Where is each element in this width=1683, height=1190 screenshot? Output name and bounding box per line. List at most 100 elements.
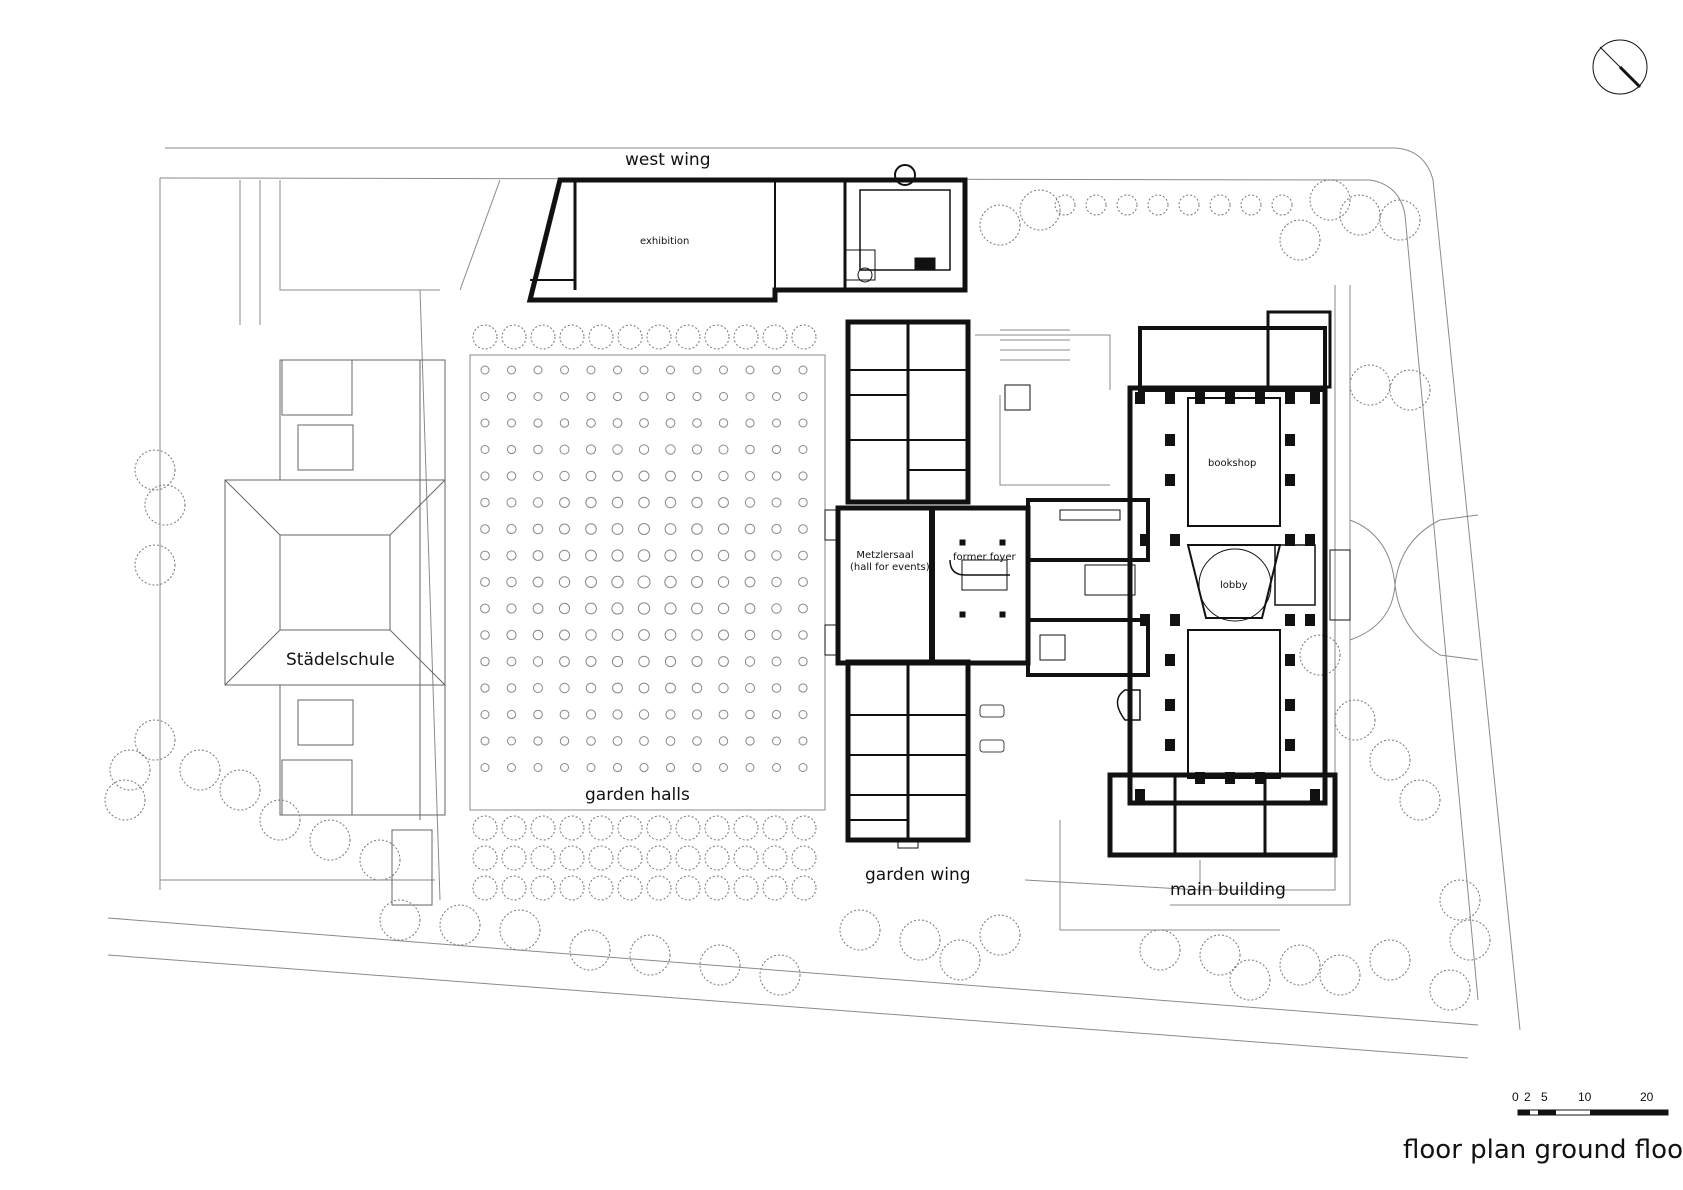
skylight (691, 576, 703, 588)
skylight (691, 656, 703, 667)
label-west-wing: west wing (625, 150, 711, 170)
tree-icon (699, 944, 741, 986)
skylight (533, 709, 543, 720)
tree-icon (472, 815, 498, 841)
skylight (691, 549, 703, 562)
skylight (772, 365, 781, 375)
skylight (533, 444, 543, 455)
skylight (532, 550, 544, 561)
skylight (717, 602, 730, 615)
skylight (771, 709, 782, 720)
skylight (718, 497, 729, 508)
skylight (480, 630, 490, 640)
skylight (532, 576, 544, 588)
skylight (586, 763, 596, 772)
skylight (506, 656, 517, 667)
tree-icon (501, 815, 527, 841)
skylight (665, 470, 676, 482)
skylight (744, 629, 756, 641)
skylight (480, 418, 490, 428)
skylight (665, 709, 676, 720)
skylight (772, 763, 781, 772)
tree-icon (439, 904, 481, 946)
skylight (665, 418, 676, 428)
skylight (798, 710, 808, 719)
skylight (637, 549, 651, 562)
skylight (664, 629, 677, 641)
skylight (480, 710, 490, 719)
scale-bar (1517, 1109, 1669, 1116)
skylight (692, 762, 702, 773)
column-icon (1285, 614, 1295, 626)
page-title: floor plan ground floor (1403, 1135, 1683, 1165)
skylight (665, 391, 676, 402)
tree-icon (979, 914, 1021, 956)
tree-icon (704, 845, 730, 871)
tree-icon (1319, 954, 1361, 996)
tree-icon (1349, 364, 1391, 406)
skylight (586, 418, 596, 428)
label-stadelschule: Städelschule (286, 650, 395, 670)
skylight (664, 549, 677, 562)
stadelschule-building (224, 359, 446, 906)
tree-icon (617, 845, 643, 871)
skylight (507, 418, 516, 428)
column-icon (1165, 434, 1175, 446)
skylight (638, 655, 650, 668)
column-icon (1195, 772, 1205, 784)
tree-icon (499, 909, 541, 951)
tree-icon (588, 815, 614, 841)
skylight (532, 523, 544, 535)
tree-icon (1271, 194, 1293, 216)
column-icon (1140, 534, 1150, 546)
scale-tick-20: 20 (1640, 1090, 1654, 1104)
north-arrow-icon (1592, 39, 1648, 95)
skylight (586, 391, 596, 402)
skylight (798, 418, 808, 428)
tree-icon (1379, 199, 1421, 241)
skylight (639, 391, 649, 402)
column-icon (1255, 772, 1265, 784)
tree-icon (762, 875, 788, 901)
tree-icon (569, 929, 611, 971)
skylight (745, 444, 755, 455)
skylight (638, 709, 650, 720)
skylight (506, 683, 517, 693)
column-icon (1255, 392, 1265, 404)
tree-icon (1334, 699, 1376, 741)
tree-icon (1389, 369, 1431, 411)
tree-icon (472, 324, 498, 350)
tree-icon (379, 899, 421, 941)
tree-icon (1339, 194, 1381, 236)
skylight (771, 550, 782, 561)
column-icon (1170, 614, 1180, 626)
tree-icon (899, 919, 941, 961)
label-metzlersaal: Metzlersaal (hall for events) (850, 550, 930, 574)
skylight (611, 523, 624, 535)
column-icon (1285, 534, 1295, 546)
label-former-foyer: former foyer (953, 552, 1016, 563)
skylight (744, 523, 756, 535)
tree-icon (1209, 194, 1231, 216)
skylight (585, 523, 597, 535)
metzlersaal-block (824, 505, 1031, 666)
label-garden-wing: garden wing (865, 865, 971, 885)
skylight (664, 575, 677, 589)
tree-icon (559, 815, 585, 841)
tree-icon (309, 819, 351, 861)
scale-tick-10: 10 (1578, 1090, 1592, 1104)
skylight (480, 365, 490, 375)
skylight (559, 736, 570, 746)
column-icon (1135, 789, 1145, 801)
tree-icon (733, 815, 759, 841)
tree-icon (559, 845, 585, 871)
main-building (1107, 310, 1351, 858)
tree-icon (675, 845, 701, 871)
skylight (585, 656, 597, 667)
skylight (744, 550, 756, 561)
skylight (585, 629, 597, 641)
skylight (692, 418, 702, 428)
skylight (506, 603, 517, 614)
skylight (744, 603, 756, 614)
skylight (798, 603, 808, 614)
